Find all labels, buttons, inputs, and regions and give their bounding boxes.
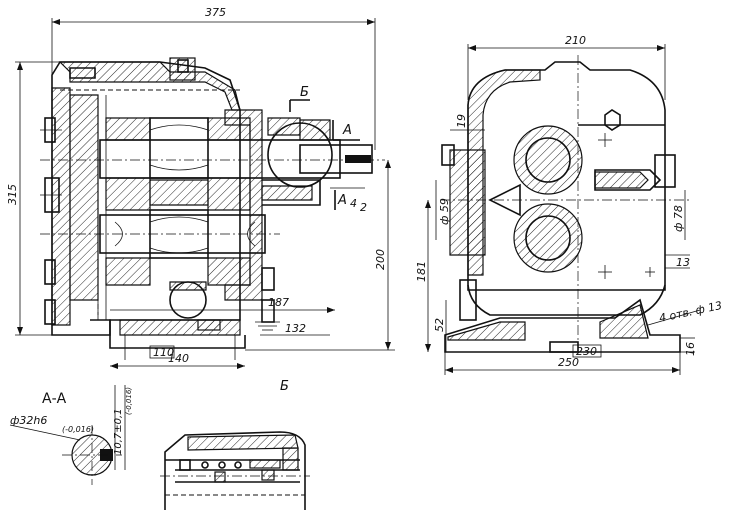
key-tol: (-0,016) (125, 387, 133, 415)
side-section-view (40, 57, 385, 360)
dim-bore-dia: ф 59 (438, 198, 451, 225)
dim-foot-offset: 140 (168, 352, 189, 365)
gost-tolerance: 4 (350, 197, 357, 210)
shaft-tol: (-0,016) (62, 425, 94, 434)
dim-shaft-height: 200 (374, 249, 387, 270)
dim-center-height: 181 (415, 261, 428, 282)
dim-boss-offset: 13 (676, 256, 690, 269)
dim-shaft-offset: 187 (268, 296, 289, 309)
shaft-fit: ф32h6 (10, 414, 47, 427)
section-mark-a-lower: А (337, 193, 347, 208)
dim-foot-base: 110 (153, 346, 174, 359)
dim-foot-thk: 16 (684, 342, 697, 356)
dim-total-length: 375 (205, 6, 226, 19)
dim-total-height: 315 (6, 184, 19, 205)
view-mark-b-bottom: Б (280, 379, 289, 394)
view-marks: Б А А 4 2 Б (280, 85, 367, 394)
detail-view-b (160, 431, 310, 510)
end-view (440, 55, 690, 353)
dim-boss-dia: ф 78 (672, 205, 685, 232)
side-view-dimensions: 375 315 200 187 132 140 110 (6, 6, 395, 369)
key-dim: 10,7±0,1 (113, 408, 124, 455)
section-a-a: А-А ф32h6 (-0,016) 10,7±0,1 (-0,016) (9, 385, 133, 485)
view-mark-b-top: Б (300, 85, 309, 100)
gost-tolerance-sub: 2 (360, 201, 367, 214)
dim-base-height: 132 (285, 322, 306, 335)
dim-base-width: 250 (558, 356, 579, 369)
dim-width-top: 210 (565, 34, 586, 47)
dim-base-inner: 230 (576, 345, 597, 358)
section-mark-a: А (342, 123, 352, 138)
dim-base-thk: 52 (433, 318, 446, 332)
dim-holes-note: 4 отв. ф 13 (658, 299, 723, 325)
section-label: А-А (42, 391, 67, 407)
dim-hub: 19 (455, 114, 468, 128)
